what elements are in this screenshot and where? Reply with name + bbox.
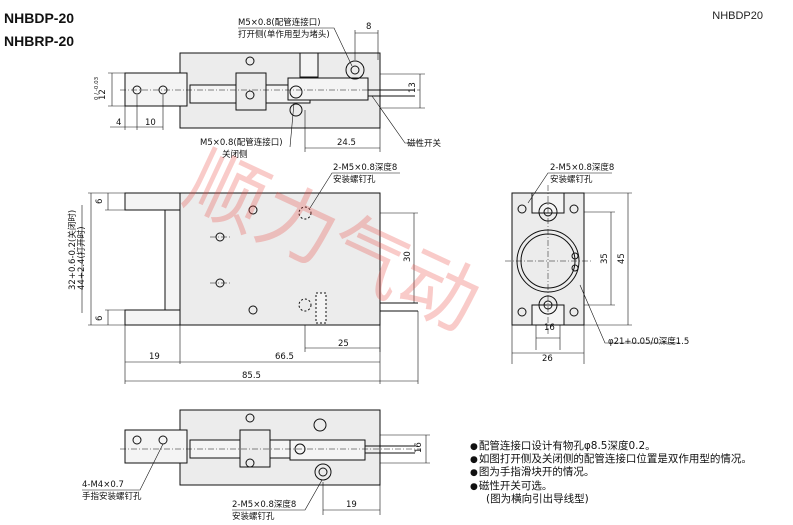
front-tap-label-1: 2-M5×0.8深度8 <box>333 162 397 173</box>
model-name-2: NHBRP-20 <box>4 33 75 49</box>
dim-66-5: 66.5 <box>275 352 294 362</box>
dim-26: 26 <box>542 354 553 364</box>
front-view: 2-M5×0.8深度8 安装螺钉孔 6 6 44+2.4(打开时) 32+0.6… <box>67 162 419 384</box>
notes-list: ●配管连接口设计有物孔φ8.5深度0.2。 ●如图打开侧及关闭侧的配管连接口位置… <box>470 440 752 505</box>
side-tap-label-1: 2-M5×0.8深度8 <box>550 162 614 173</box>
dim-85-5: 85.5 <box>242 371 261 381</box>
dim-13: 13 <box>408 82 418 93</box>
dim-45: 45 <box>617 253 627 264</box>
note-item: (图为横向引出导线型) <box>470 493 752 505</box>
note-item: ●配管连接口设计有物孔φ8.5深度0.2。 <box>470 440 656 452</box>
note-item: ●图为手指滑块开的情况。 <box>470 466 595 479</box>
note-text: 磁性开关可选。 <box>478 479 553 492</box>
dim-12-tol: 0 / -0.03 <box>94 76 100 100</box>
switch-label: 磁性开关 <box>407 138 442 149</box>
drawing-tag: NHBDP20 <box>712 10 763 22</box>
dim-19-bottom: 19 <box>346 500 357 510</box>
magnetic-switch <box>287 77 369 101</box>
note-item: ●如图打开侧及关闭侧的配管连接口位置是双作用型的情况。 <box>470 453 752 466</box>
dim-10: 10 <box>145 118 156 128</box>
jaw-tap-label-1: 4-M4×0.7 <box>82 480 124 490</box>
top-view: M5×0.8(配管连接口) 打开侧(单作用型为堵头) 8 13 12 0 / -… <box>94 17 442 160</box>
bottom-view: 16 4-M4×0.7 手指安装螺钉孔 2-M5×0.8深度8 安装螺钉孔 19 <box>82 409 430 522</box>
dim-4: 4 <box>116 118 121 128</box>
jaw-left <box>124 72 188 107</box>
dim-16-side: 16 <box>544 323 555 333</box>
dim-19-front: 19 <box>149 352 160 362</box>
note-text: 如图打开侧及关闭侧的配管连接口位置是双作用型的情况。 <box>478 453 752 466</box>
port-open-label-1: M5×0.8(配管连接口) <box>238 17 321 28</box>
port-open-label-2: 打开侧(单作用型为堵头) <box>238 29 330 40</box>
dim-12: 12 <box>98 89 108 100</box>
bottom-tap-label-1: 2-M5×0.8深度8 <box>232 499 296 510</box>
dim-35: 35 <box>600 253 610 264</box>
dim-6-bottom: 6 <box>95 316 105 321</box>
dim-16-bottom: 16 <box>414 442 424 453</box>
note-text: (图为横向引出导线型) <box>486 492 589 505</box>
dim-24-5: 24.5 <box>337 138 356 148</box>
dim-close: 32+0.6-0.2(关闭时) <box>67 210 78 290</box>
note-text: 图为手指滑块开的情况。 <box>478 466 595 479</box>
dim-8-top: 8 <box>366 22 371 32</box>
side-view: 2-M5×0.8深度8 安装螺钉孔 35 45 16 26 φ21+0.05/0… <box>505 162 689 364</box>
side-tap-label-2: 安装螺钉孔 <box>550 174 593 185</box>
jaw-tap-label-2: 手指安装螺钉孔 <box>82 491 142 502</box>
dim-6-top: 6 <box>95 199 105 204</box>
note-text: 配管连接口设计有物孔φ8.5深度0.2。 <box>478 440 656 452</box>
port-close-label-2: 关闭侧 <box>222 149 248 160</box>
front-tap-label-2: 安装螺钉孔 <box>333 174 376 185</box>
bore-label: φ21+0.05/0深度1.5 <box>608 336 689 347</box>
port-close-label-1: M5×0.8(配管连接口) <box>200 137 283 148</box>
dim-open: 44+2.4(打开时) <box>76 226 87 290</box>
bottom-tap-label-2: 安装螺钉孔 <box>232 511 275 522</box>
dim-30: 30 <box>403 251 413 262</box>
dim-25: 25 <box>338 339 349 349</box>
note-item: ●磁性开关可选。 <box>470 479 553 492</box>
model-name-1: NHBDP-20 <box>4 10 75 26</box>
